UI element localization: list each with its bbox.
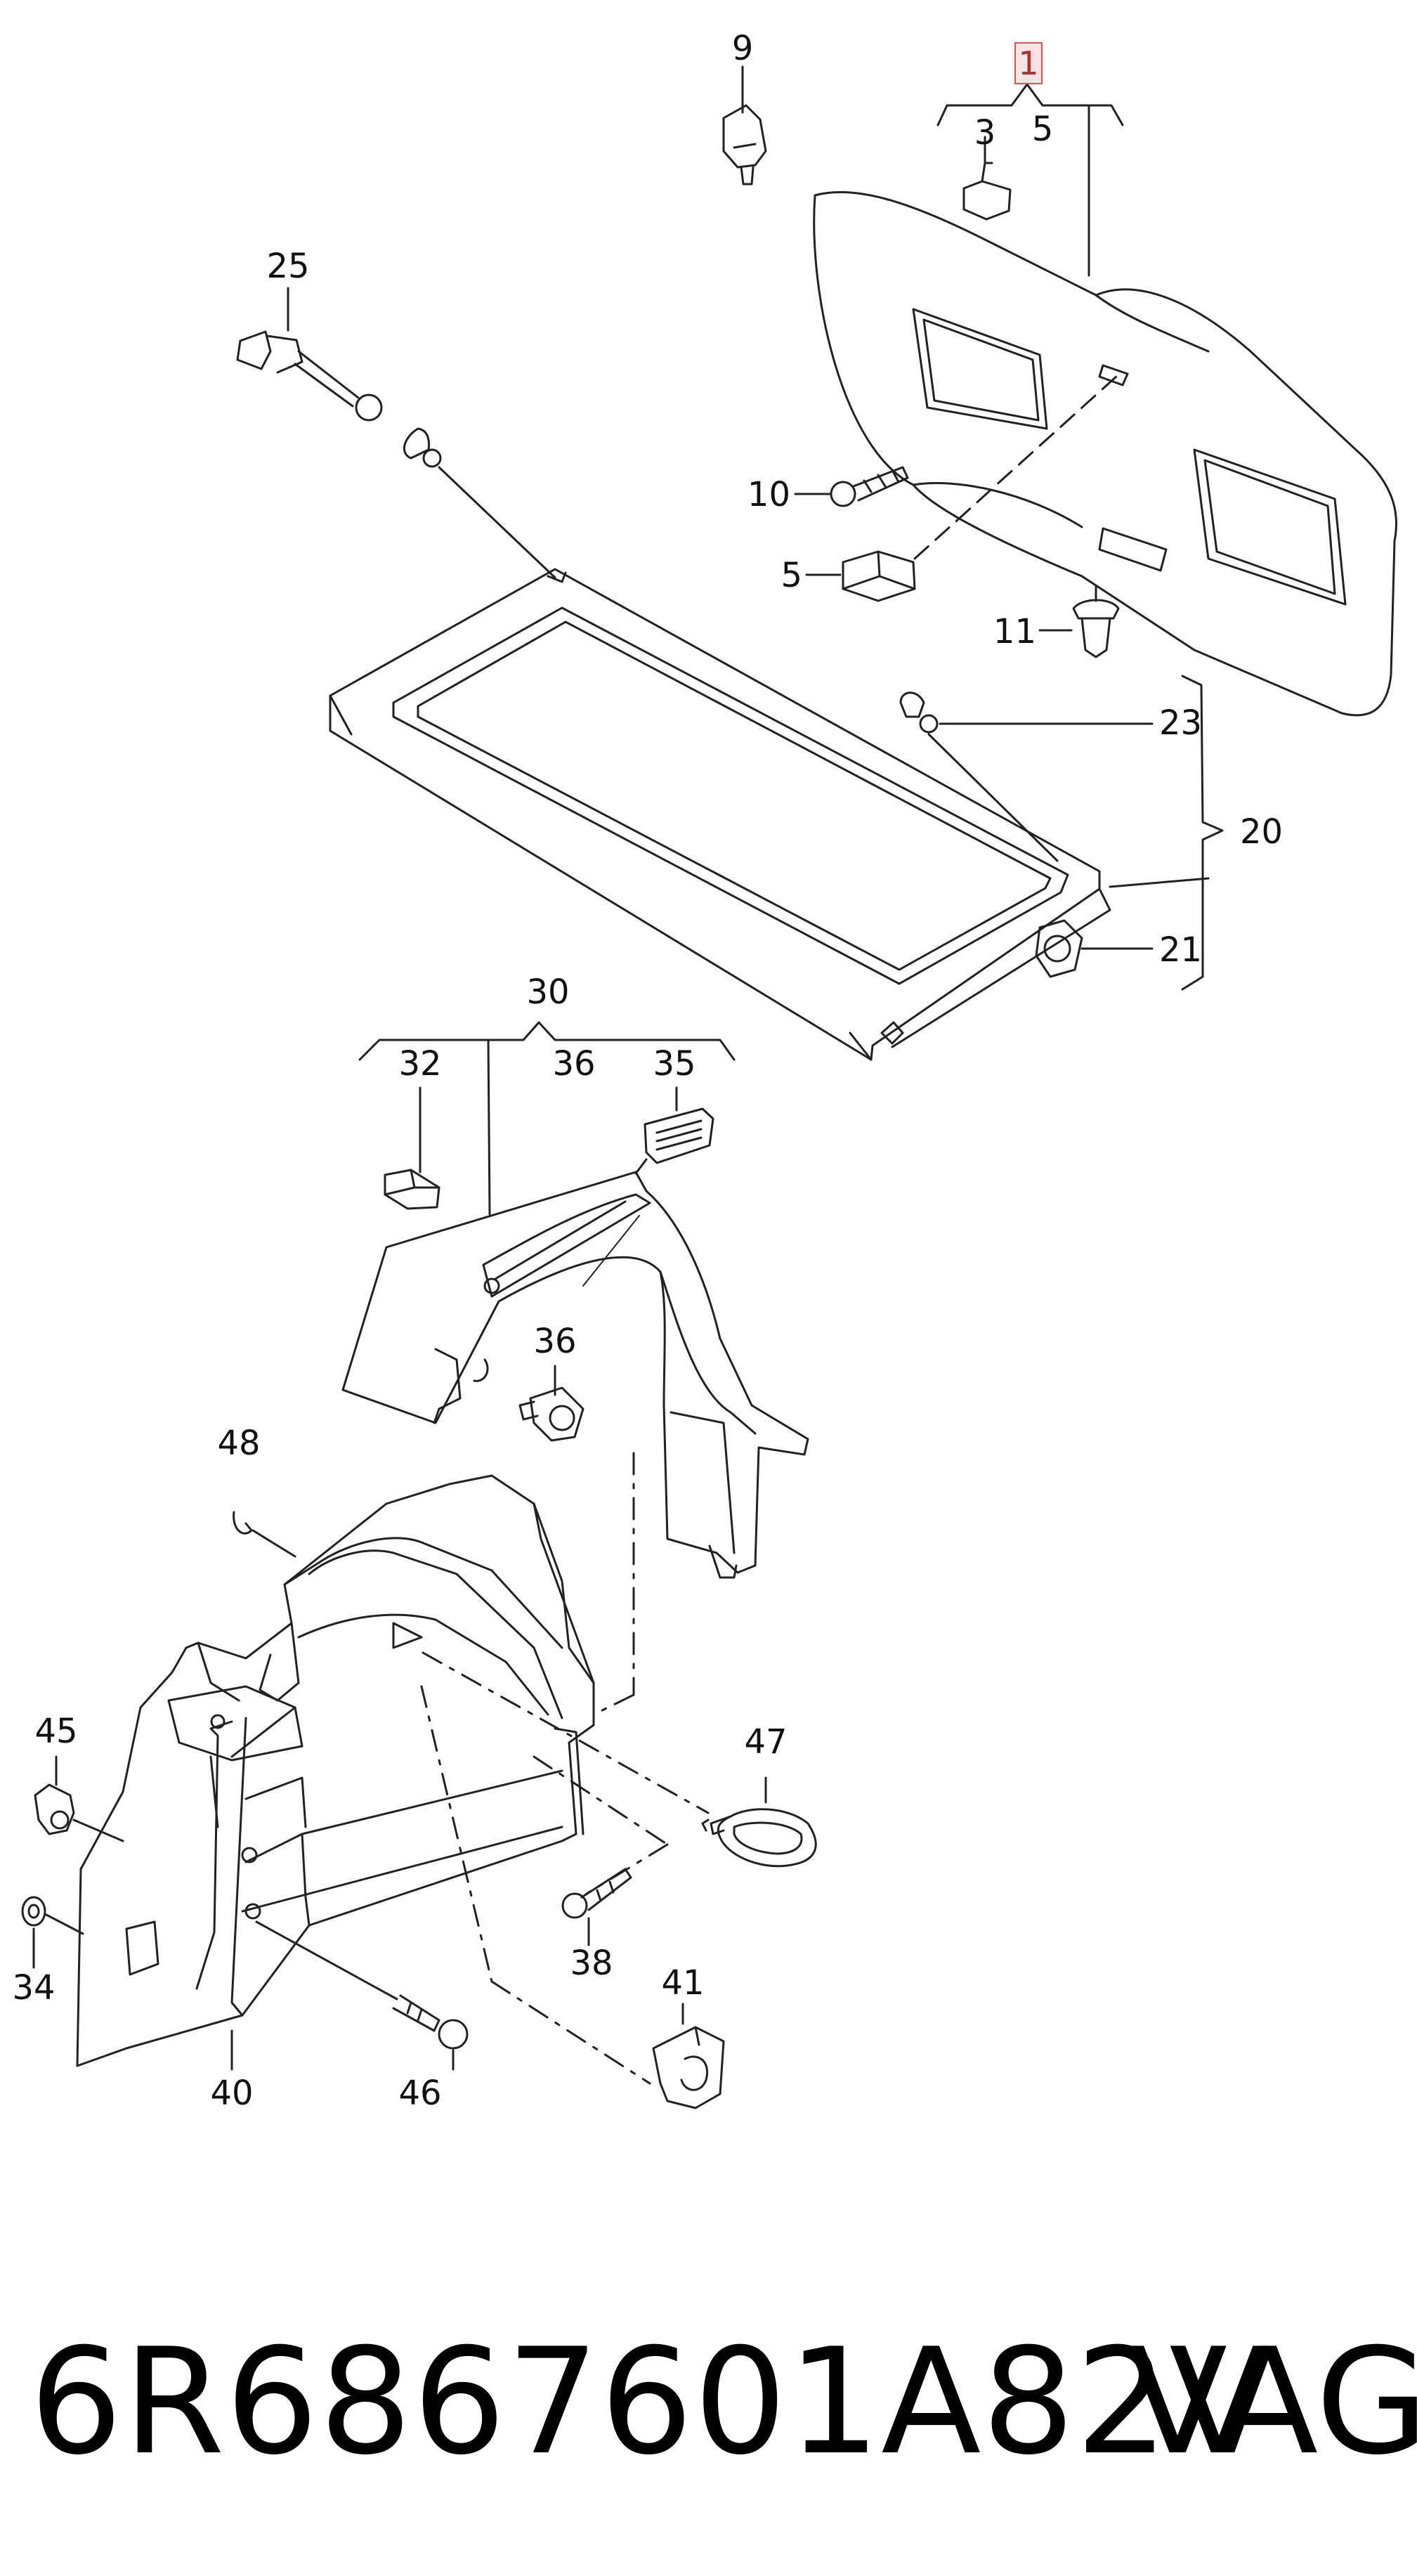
- part-45-push-nut: [35, 1757, 123, 1841]
- part-36-grommet: [520, 1366, 583, 1440]
- part-5-cap: [807, 376, 1117, 601]
- part-35-grille: [636, 1088, 713, 1173]
- callout-48[interactable]: 48: [217, 1424, 261, 1463]
- part-48-clip: [234, 1512, 295, 1556]
- callout-41[interactable]: 41: [661, 1963, 705, 2003]
- parcel-shelf: [330, 569, 1208, 1060]
- callout-46[interactable]: 46: [398, 2074, 442, 2113]
- part-47-clamp: [703, 1778, 816, 1866]
- leader-dashes: [422, 1453, 708, 2083]
- callout-1-highlight[interactable]: 1: [1014, 42, 1043, 84]
- part-9-clip: [724, 67, 766, 184]
- callout-40[interactable]: 40: [210, 2074, 254, 2113]
- part-11-expanding-rivet: [1040, 587, 1118, 657]
- brand-caption: VAG: [1128, 2317, 1417, 2487]
- callout-34[interactable]: 34: [12, 1968, 55, 2008]
- callout-25[interactable]: 25: [266, 247, 310, 286]
- bracket-group-20: [1182, 676, 1222, 989]
- callout-23[interactable]: 23: [1159, 703, 1203, 743]
- part-46-screw: [256, 1922, 467, 2069]
- side-trim-upper: [343, 1172, 808, 1578]
- callout-47[interactable]: 47: [744, 1722, 788, 1762]
- bracket-group-1: [938, 84, 1123, 275]
- callout-36[interactable]: 36: [533, 1322, 577, 1361]
- callout-45[interactable]: 45: [34, 1712, 78, 1751]
- part-32-clip: [385, 1088, 439, 1209]
- part-21-holder: [1036, 921, 1152, 977]
- part-38-screw: [563, 1869, 631, 1945]
- part-23-cord: [901, 693, 1152, 861]
- callout-10[interactable]: 10: [747, 475, 790, 514]
- callout-1: 1: [1018, 44, 1039, 82]
- callout-3[interactable]: 3: [974, 113, 996, 152]
- bracket-group-30: [360, 1022, 734, 1214]
- callout-36-group[interactable]: 36: [552, 1044, 596, 1084]
- callout-5[interactable]: 5: [781, 556, 802, 595]
- part-25-strap: [404, 429, 555, 578]
- callout-21[interactable]: 21: [1159, 930, 1203, 970]
- callout-20[interactable]: 20: [1240, 812, 1284, 852]
- part-3-clip: [964, 137, 1010, 219]
- trunk-lid-trim-panel: [814, 192, 1397, 715]
- callout-9[interactable]: 9: [731, 29, 754, 68]
- callout-11[interactable]: 11: [993, 612, 1036, 651]
- callout-38[interactable]: 38: [570, 1944, 613, 1983]
- part-34-washer: [22, 1897, 83, 1967]
- part-25-push-rivet: [237, 288, 381, 420]
- callout-35[interactable]: 35: [653, 1044, 696, 1084]
- callout-30[interactable]: 30: [526, 972, 570, 1012]
- part-number-caption: 6R6867601A82V: [30, 2317, 1270, 2487]
- side-trim-lower: [77, 1476, 594, 2066]
- part-10-screw: [795, 467, 908, 506]
- callout-32[interactable]: 32: [398, 1044, 442, 1084]
- part-41-hook: [653, 2004, 724, 2108]
- callout-5-group[interactable]: 5: [1031, 110, 1054, 149]
